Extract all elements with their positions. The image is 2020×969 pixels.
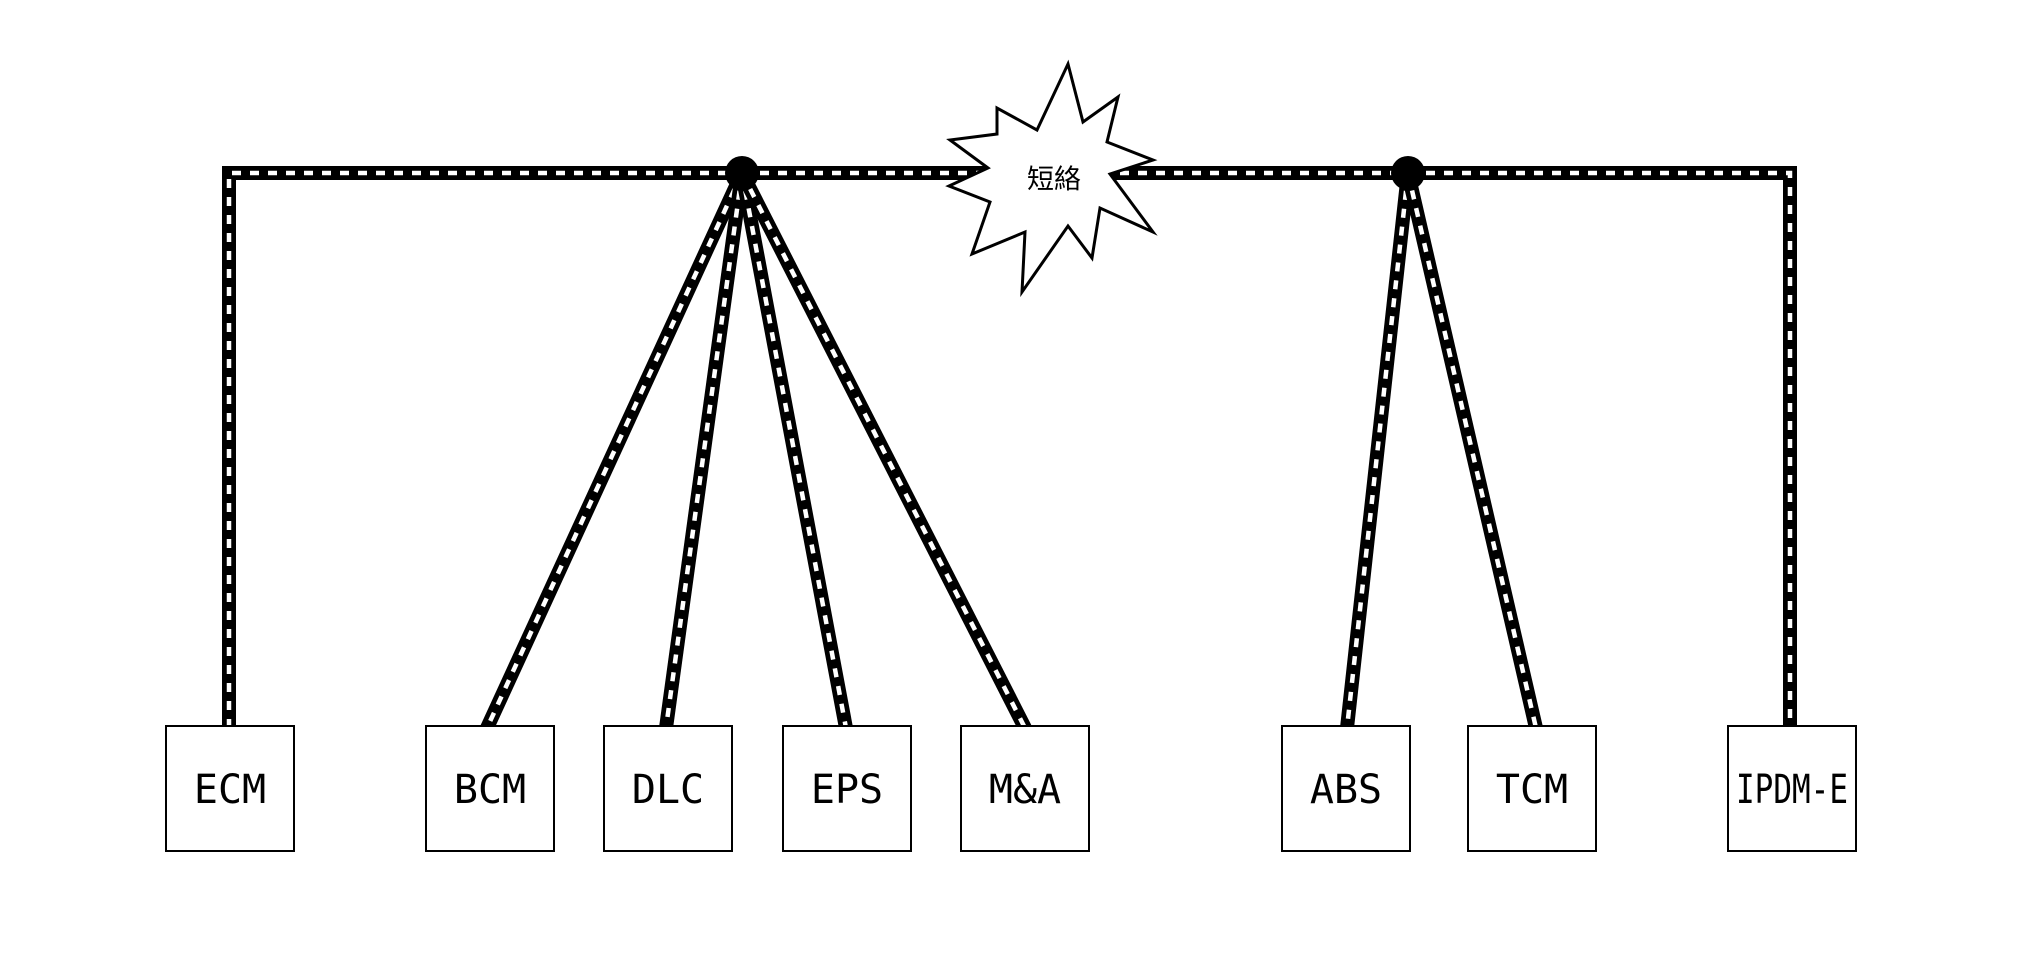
junction-left	[725, 156, 759, 190]
ecu-dlc-label: DLC	[632, 767, 704, 813]
ecu-bcm-label: BCM	[454, 767, 526, 813]
ecu-tcm: TCM	[1467, 725, 1597, 852]
wire-dlc	[659, 172, 749, 729]
short-circuit-marker: 短絡	[945, 59, 1158, 298]
ecu-ecm: ECM	[165, 725, 295, 852]
ecu-ecm-label: ECM	[194, 767, 266, 813]
ecu-bcm: BCM	[425, 725, 555, 852]
ecu-dlc: DLC	[603, 725, 733, 852]
wire-abs	[1340, 172, 1415, 729]
wire-ma	[735, 169, 1032, 732]
ecu-ma: M&A	[960, 725, 1090, 852]
wire-ipdm	[1408, 166, 1797, 728]
ecu-eps: EPS	[782, 725, 912, 852]
ecu-eps-label: EPS	[811, 767, 883, 813]
ecu-ipdm-e: IPDM-E	[1727, 725, 1857, 852]
wire-eps	[735, 171, 853, 730]
junction-right	[1391, 156, 1425, 190]
ecu-ma-label: M&A	[989, 767, 1061, 813]
wire-tcm	[1401, 171, 1543, 730]
bus-wiring	[222, 166, 1797, 732]
wire-bcm	[480, 170, 749, 731]
ecu-ipdm-e-label: IPDM-E	[1736, 767, 1848, 813]
short-circuit-label: 短絡	[1027, 165, 1081, 196]
ecu-abs: ABS	[1281, 725, 1411, 852]
ecu-tcm-label: TCM	[1496, 767, 1568, 813]
wire-ecm	[222, 166, 742, 728]
burst-icon	[945, 59, 1158, 298]
ecu-abs-label: ABS	[1310, 767, 1382, 813]
